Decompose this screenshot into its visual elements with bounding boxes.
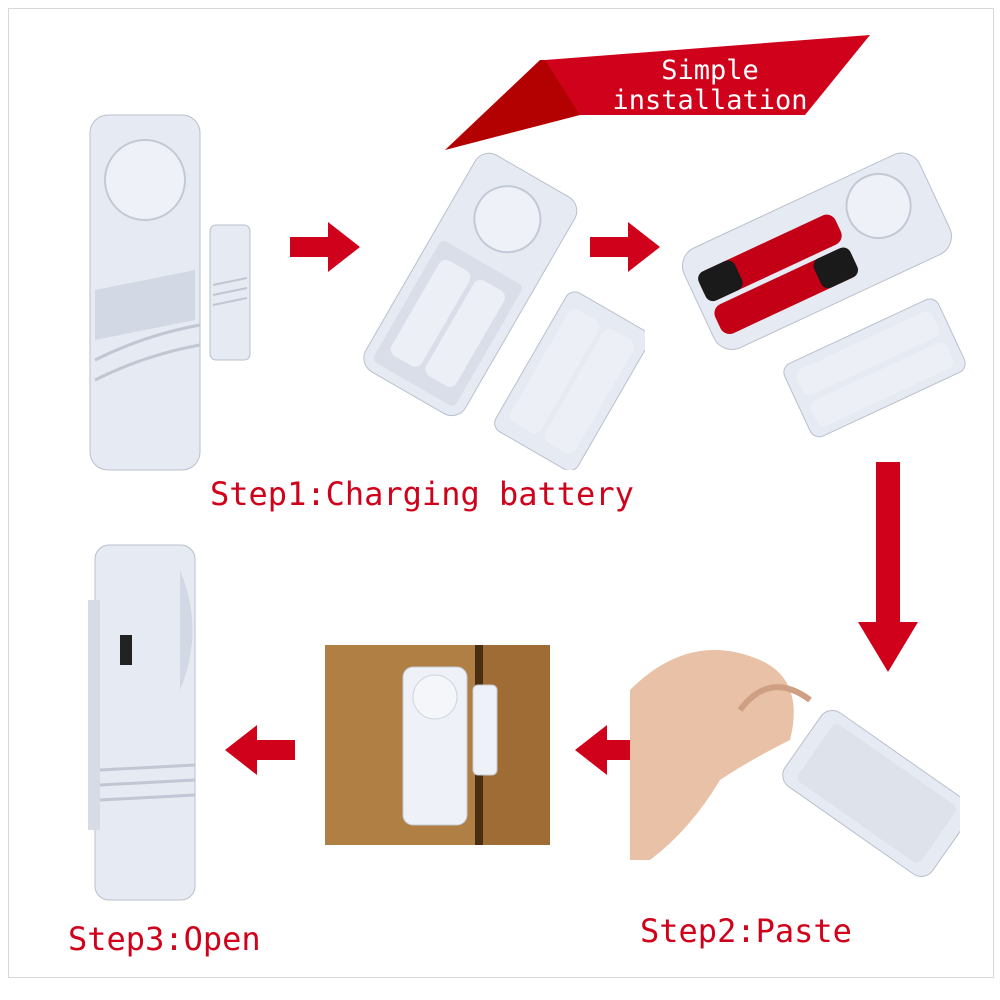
banner-title: Simple installation (600, 56, 820, 116)
alarm-unit-with-batteries (681, 152, 966, 438)
alarm-unit-opened (363, 152, 645, 470)
alarm-unit-closed (89, 114, 251, 471)
banner-line-2: installation (612, 85, 808, 116)
step3-label: Step3:Open (68, 920, 261, 958)
arrow-left-icon (575, 725, 645, 775)
alarm-unit-side-view (88, 544, 196, 901)
simple-installation-banner (445, 35, 870, 150)
arrow-down-icon (858, 462, 918, 672)
banner-line-1: Simple (661, 55, 759, 86)
door-mounted-photo (325, 645, 550, 845)
arrow-right-icon (290, 222, 360, 272)
hand-applying-adhesive (630, 650, 960, 877)
step1-label: Step1:Charging battery (210, 475, 634, 513)
arrow-right-icon (590, 222, 660, 272)
step2-label: Step2:Paste (640, 912, 852, 950)
arrow-left-icon (225, 725, 295, 775)
